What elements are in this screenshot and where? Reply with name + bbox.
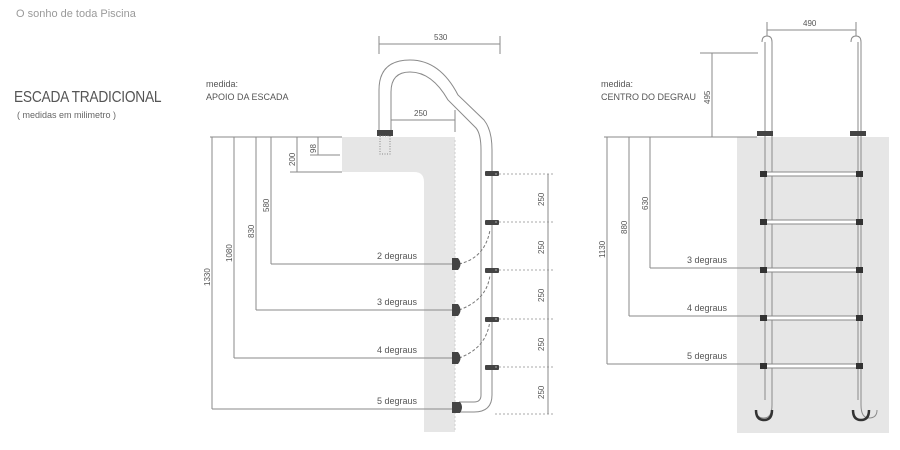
rail-clip-3: [485, 268, 499, 273]
step-head-2: [452, 258, 461, 270]
left-anchor-flange: [757, 131, 773, 136]
right-anchor-flange: [850, 131, 866, 136]
anchor-bolt: [379, 135, 391, 155]
step-head-4: [452, 352, 461, 364]
step-label-2: 2 degraus: [377, 251, 418, 261]
page-subtitle: ( medidas em milimetro ): [17, 110, 117, 120]
tread-3: [762, 267, 862, 273]
spacing-label-4: 250: [537, 337, 546, 351]
tread-2: [762, 219, 862, 225]
tread-1-cap-right: [856, 171, 863, 177]
dim-200-label: 200: [288, 152, 297, 166]
handrail-tube-inner: [390, 71, 482, 403]
right-caption-title: CENTRO DO DEGRAU: [601, 92, 697, 102]
step-label-5: 5 degraus: [377, 396, 418, 406]
brand-text: O sonho de toda Piscina: [16, 8, 136, 20]
dim-495-label: 495: [703, 90, 712, 104]
step-3-dashed: [458, 274, 491, 311]
dim-630-label: 630: [641, 196, 650, 210]
anchor-flange: [377, 130, 393, 136]
dim-1330-label: 1330: [203, 268, 212, 286]
right-pool-area: [737, 137, 889, 433]
spacing-label-3: 250: [537, 288, 546, 302]
treads: [760, 171, 863, 369]
dim-250-offset-label: 250: [414, 109, 428, 118]
left-caption-label: medida:: [206, 79, 239, 89]
rail-clip-2: [485, 220, 499, 225]
left-caption-title: APOIO DA ESCADA: [206, 92, 289, 102]
right-step-label-3: 3 degraus: [687, 255, 728, 265]
dim-830-label: 830: [247, 224, 256, 238]
dim-1130-label: 1130: [598, 240, 607, 258]
step-label-4: 4 degraus: [377, 345, 418, 355]
tread-4-cap-left: [760, 315, 767, 321]
dim-580-label: 580: [262, 198, 271, 212]
spacing-label-5: 250: [537, 385, 546, 399]
dim-98-label: 98: [309, 144, 318, 153]
spacing-label-2: 250: [537, 240, 546, 254]
tread-4-cap-right: [856, 315, 863, 321]
right-step-label-4: 4 degraus: [687, 303, 728, 313]
left-ladder-view: 530 250 98 200 580 830 1080 1330: [203, 33, 555, 432]
tread-1: [762, 171, 862, 177]
dim-1080-label: 1080: [225, 244, 234, 262]
rail-clip-4: [485, 317, 499, 322]
dim-530-label: 530: [434, 33, 448, 42]
step-head-3: [452, 304, 461, 316]
dim-880-label: 880: [620, 220, 629, 234]
dim-490-label: 490: [803, 19, 817, 28]
spacing-label-1: 250: [537, 192, 546, 206]
tread-2-cap-left: [760, 219, 767, 225]
step-2-dashed: [458, 229, 491, 265]
tread-4: [762, 315, 862, 321]
right-rail-foot: [851, 409, 871, 422]
step-head-5: [452, 402, 462, 413]
handrail-tube: [378, 59, 493, 413]
tread-2-cap-right: [856, 219, 863, 225]
pool-wall-profile: [342, 137, 455, 432]
tread-5: [762, 363, 862, 369]
left-rail-foot: [754, 409, 774, 422]
rail-clip-1: [485, 171, 499, 176]
tread-5-cap-right: [856, 363, 863, 369]
rail-clip-5: [485, 365, 499, 370]
right-ladder-view: 490 495 630 880 1130 3 degraus 4 degraus…: [598, 19, 889, 433]
tread-3-cap-left: [760, 267, 767, 273]
tread-5-cap-left: [760, 363, 767, 369]
tread-1-cap-left: [760, 171, 767, 177]
step-label-3: 3 degraus: [377, 297, 418, 307]
right-step-label-5: 5 degraus: [687, 351, 728, 361]
right-caption-label: medida:: [601, 79, 634, 89]
step-4-dashed: [458, 319, 491, 359]
tread-3-cap-right: [856, 267, 863, 273]
page-title: ESCADA TRADICIONAL: [14, 89, 162, 106]
